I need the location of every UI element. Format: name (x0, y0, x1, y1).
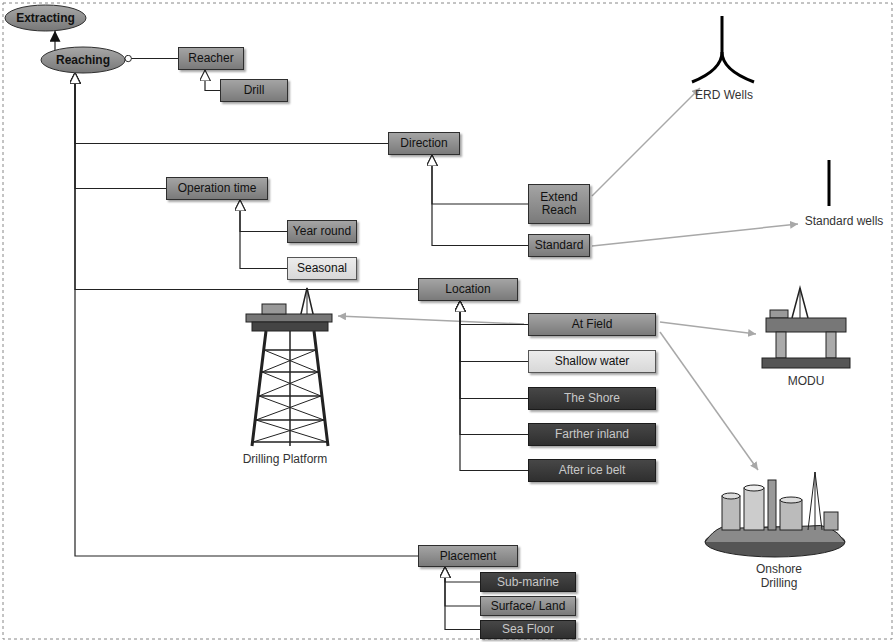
node-label: Extracting (16, 12, 75, 25)
erd-wells-icon (692, 16, 754, 82)
node-label: After ice belt (559, 464, 626, 477)
generalization-line (205, 70, 220, 91)
class-box: Seasonal (287, 257, 357, 280)
include-arrow (54, 31, 55, 50)
generalization-line (75, 73, 418, 556)
class-box: The Shore (528, 387, 656, 410)
class-box: Location (418, 278, 518, 301)
generalization-line (445, 567, 480, 630)
node-label: Farther inland (555, 428, 629, 441)
generalization-line (75, 73, 418, 290)
standard-well-icon (828, 160, 831, 206)
generalization-line (75, 73, 166, 189)
generalization-line (460, 301, 528, 399)
class-box: Sub-marine (480, 572, 576, 592)
class-box: Sea Floor (480, 620, 576, 639)
frame-border (3, 3, 892, 639)
generalization-line (460, 301, 528, 325)
generalization-line (432, 155, 528, 204)
class-box: Drill (220, 79, 288, 102)
node-label: Placement (440, 550, 497, 563)
drilling-platform-icon (246, 288, 332, 446)
aggregation-line (125, 58, 178, 59)
generalization-line (432, 155, 528, 246)
node-label: Standard (535, 239, 584, 252)
activity-ellipse: Reaching (40, 46, 126, 74)
picture-caption: ERD Wells (676, 88, 772, 102)
generalization-line (460, 301, 528, 362)
class-box: Shallow water (528, 350, 656, 373)
class-box: Standard (528, 234, 590, 257)
node-label: Reacher (188, 52, 233, 65)
activity-ellipse: Extracting (4, 4, 87, 32)
node-label: Seasonal (297, 262, 347, 275)
class-box: Placement (418, 545, 518, 567)
class-box: Extend Reach (528, 184, 590, 224)
picture-caption: MODU (770, 374, 842, 388)
picture-caption: Drilling Platform (230, 452, 340, 466)
modu-icon (762, 288, 850, 368)
generalization-line (240, 200, 287, 232)
class-box: After ice belt (528, 459, 656, 482)
class-box: Farther inland (528, 423, 656, 446)
picture-caption: Standard wells (798, 214, 890, 228)
node-label: Direction (400, 137, 447, 150)
node-label: Extend Reach (533, 191, 585, 217)
class-box: Direction (388, 132, 460, 155)
node-label: Shallow water (555, 355, 630, 368)
node-label: Reaching (56, 54, 110, 67)
node-label: Operation time (178, 182, 257, 195)
node-label: Surface/ Land (491, 600, 566, 613)
generalization-line (460, 301, 528, 471)
generalization-line (460, 301, 528, 435)
picture-caption: Onshore Drilling (744, 562, 814, 590)
node-label: Location (445, 283, 490, 296)
node-label: Sea Floor (502, 623, 554, 636)
generalization-line (240, 200, 287, 269)
generalization-line (445, 567, 480, 606)
class-box: Surface/ Land (480, 596, 576, 616)
class-box: Reacher (178, 47, 244, 70)
node-label: Sub-marine (497, 576, 559, 589)
class-box: Operation time (166, 177, 268, 200)
generalization-line (75, 73, 388, 144)
class-box: Year round (287, 220, 357, 243)
node-label: Year round (293, 225, 351, 238)
onshore-drilling-icon (705, 472, 845, 557)
node-label: Drill (244, 84, 265, 97)
node-label: The Shore (564, 392, 620, 405)
generalization-line (445, 567, 480, 582)
node-label: At Field (572, 318, 613, 331)
class-box: At Field (528, 313, 656, 336)
leader-arrows (338, 88, 798, 470)
